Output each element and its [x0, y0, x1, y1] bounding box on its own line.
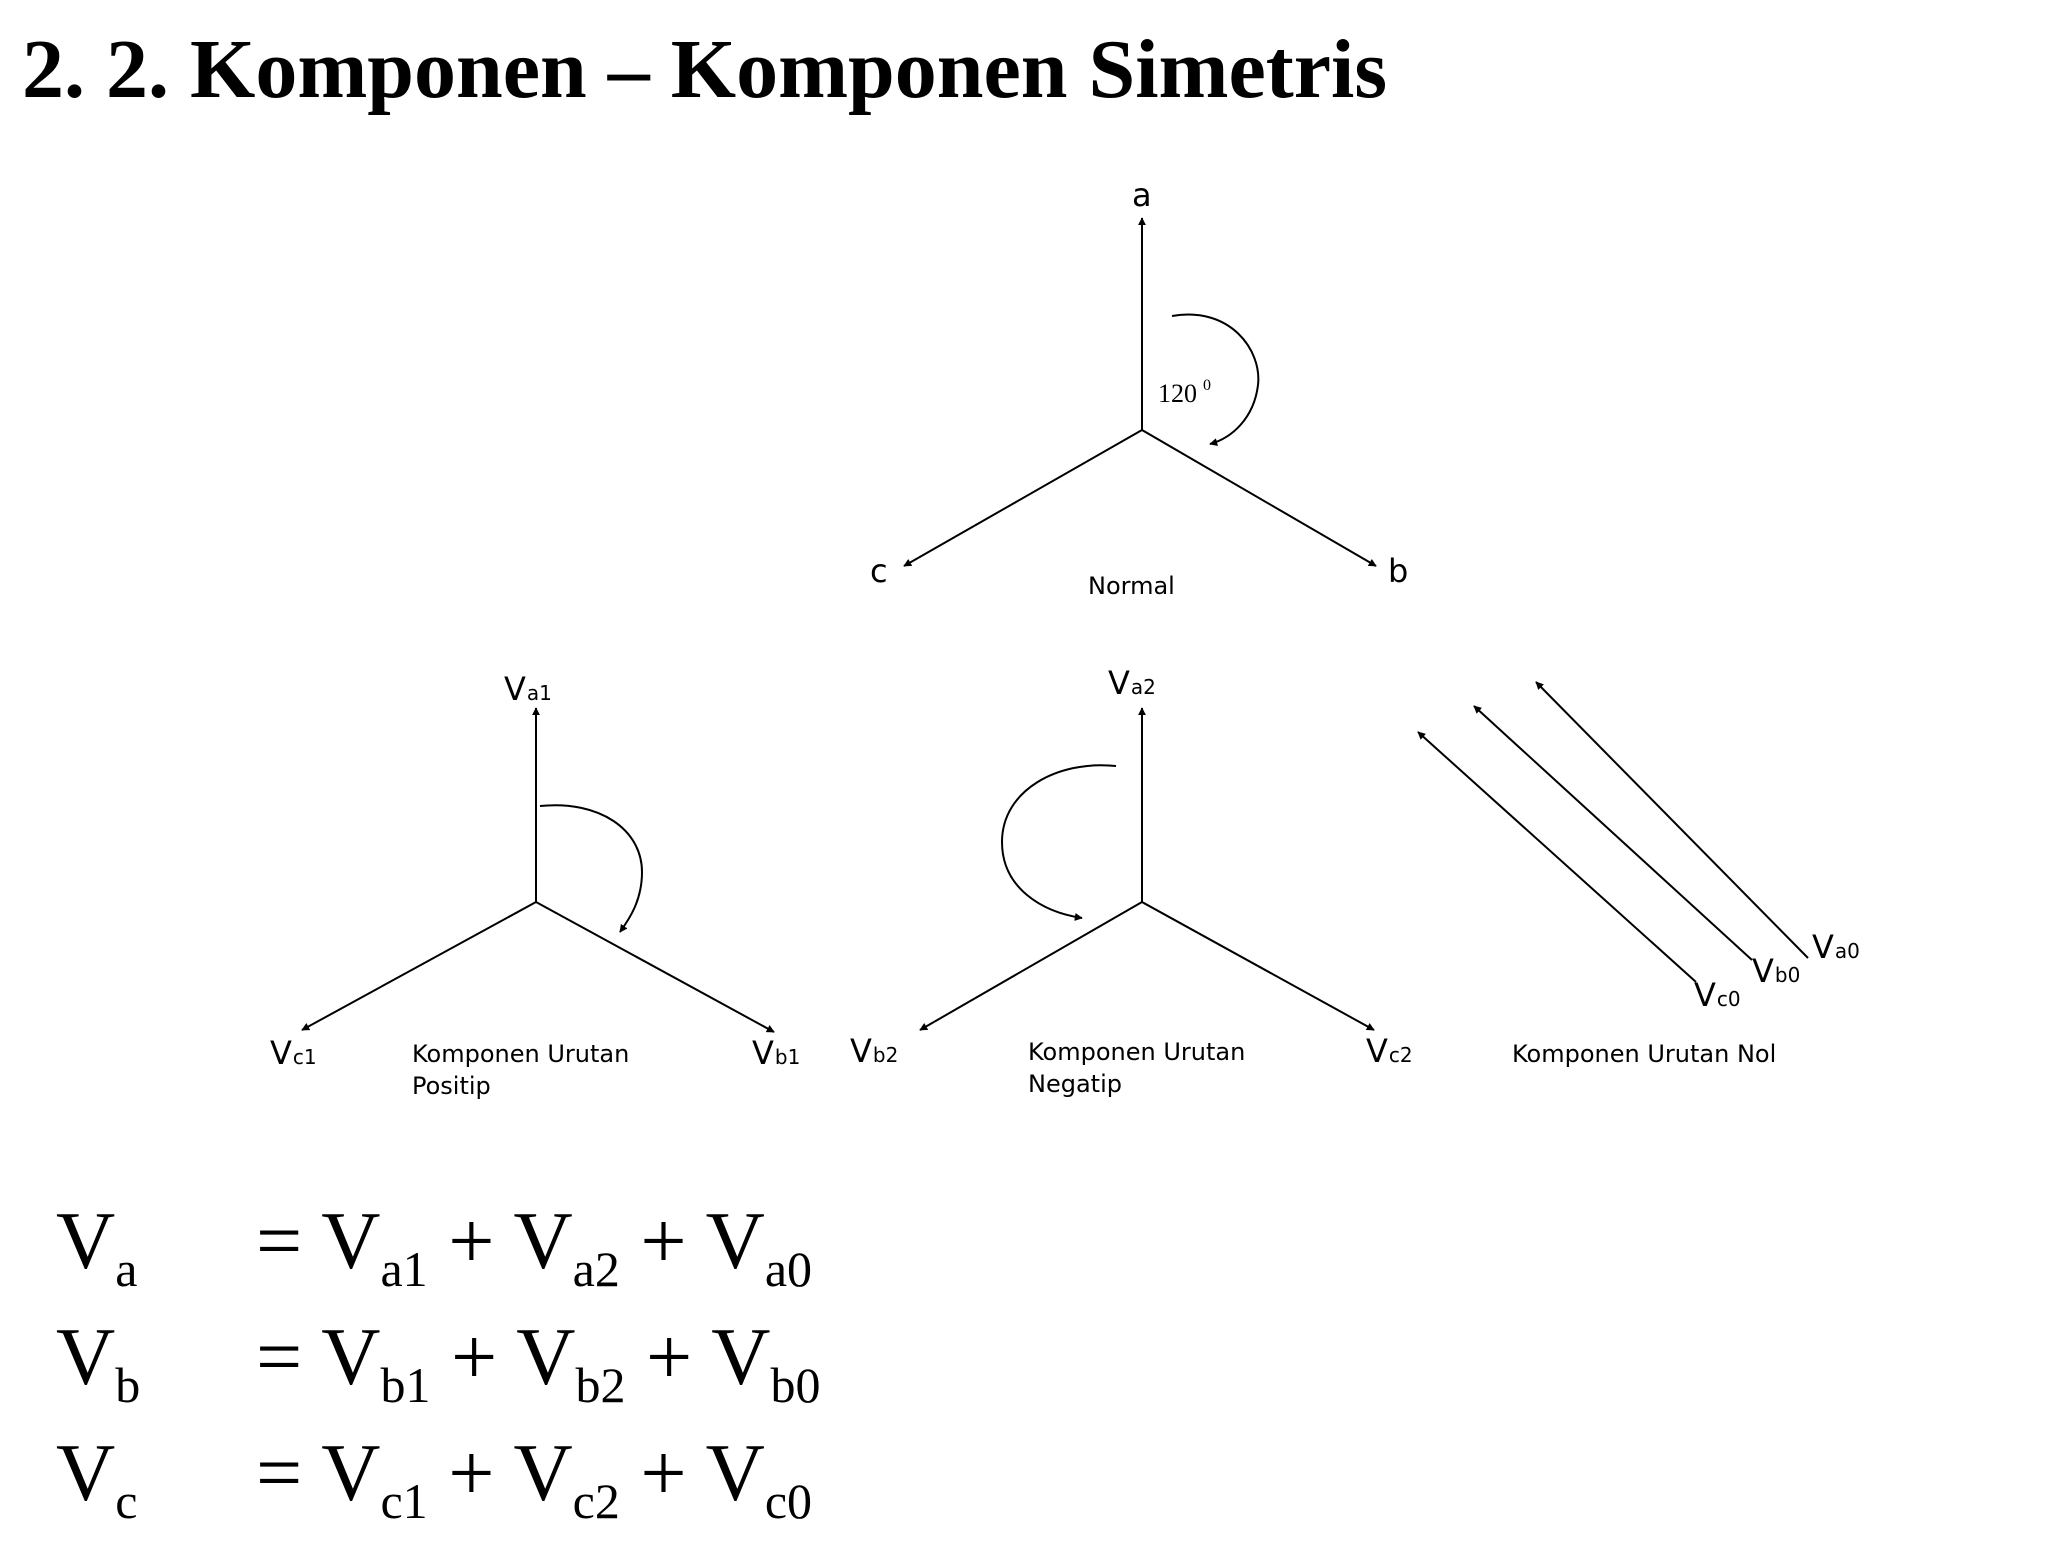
- page-title: 2. 2. Komponen – Komponen Simetris: [22, 23, 1388, 116]
- caption-positive-line1: Komponen Urutan: [412, 1040, 629, 1068]
- label-vc0: Vc0: [1694, 976, 1741, 1014]
- caption-negative-line1: Komponen Urutan: [1028, 1038, 1245, 1066]
- equation-rhs: = Vc1 + Vc2 + Vc0: [256, 1427, 813, 1529]
- equation-lhs: Vb: [56, 1311, 141, 1413]
- label-vc1: Vc1: [270, 1034, 317, 1072]
- label-va0: Va0: [1812, 928, 1860, 966]
- label-va1: Va1: [504, 670, 552, 708]
- caption-zero: Komponen Urutan Nol: [1512, 1040, 1776, 1068]
- equation-rhs: = Vb1 + Vb2 + Vb0: [256, 1311, 821, 1413]
- zero-sequence-phasors: [1417, 681, 1809, 983]
- label-a: a: [1132, 176, 1152, 214]
- negative-sequence-phasors: [919, 707, 1375, 1031]
- caption-normal: Normal: [1088, 572, 1175, 600]
- phasor-vb2: [919, 901, 1143, 1031]
- rotation-arc-icon: [1171, 313, 1260, 446]
- phasor-c: [903, 429, 1143, 567]
- label-vb1: Vb1: [752, 1034, 800, 1072]
- label-b: b: [1388, 552, 1408, 590]
- label-c: c: [870, 552, 888, 590]
- caption-positive-line2: Positip: [412, 1072, 491, 1100]
- phasor-vc1: [301, 901, 537, 1031]
- rotation-arc-icon: [539, 804, 644, 933]
- label-va2: Va2: [1108, 664, 1156, 702]
- equation-rhs: = Va1 + Va2 + Va0: [256, 1195, 813, 1297]
- phasor-b: [1141, 429, 1377, 567]
- phasor-vb0: [1473, 705, 1753, 961]
- equation-lhs: Va: [56, 1195, 138, 1297]
- label-vb2: Vb2: [850, 1032, 898, 1070]
- caption-negative-line2: Negatip: [1028, 1070, 1122, 1098]
- positive-sequence-phasors: [301, 707, 775, 1033]
- phasor-vb1: [535, 901, 775, 1033]
- rotation-arc-icon: [1000, 764, 1117, 921]
- phasor-vc2: [1141, 901, 1375, 1031]
- label-vb0: Vb0: [1752, 952, 1800, 990]
- equation-lhs: Vc: [56, 1427, 138, 1529]
- phasor-vc0: [1417, 731, 1697, 983]
- phasor-va0: [1535, 681, 1809, 959]
- label-vc2: Vc2: [1366, 1032, 1413, 1070]
- normal-phasors: [903, 217, 1377, 567]
